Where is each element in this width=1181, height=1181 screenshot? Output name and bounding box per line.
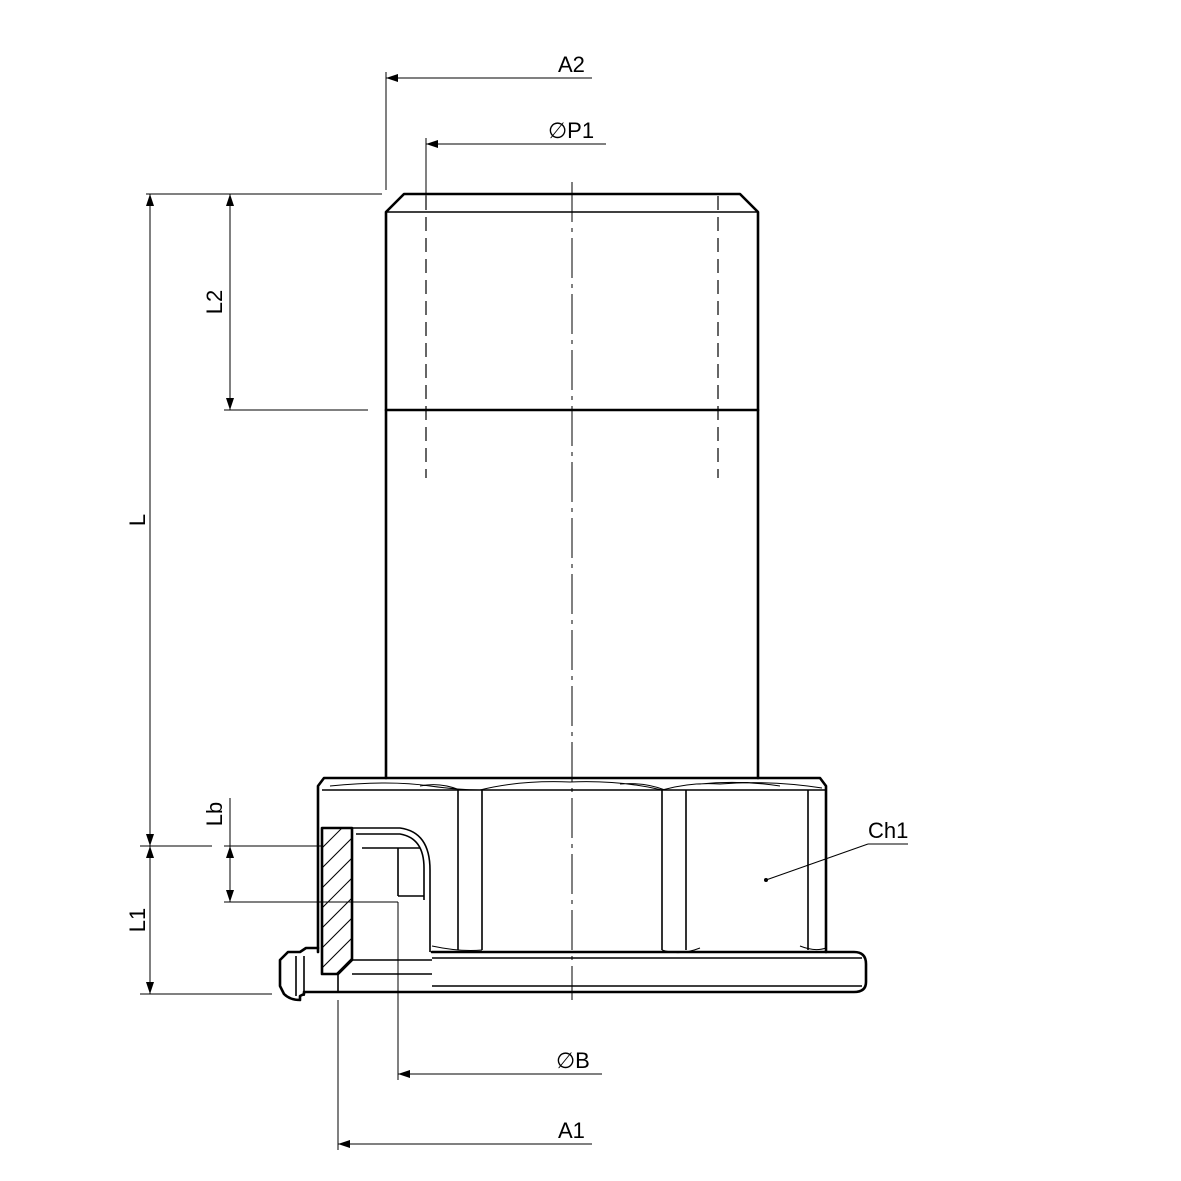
section-inner-channel: [352, 827, 431, 952]
section-cut-outline: [320, 826, 354, 976]
dim-lb: Lb: [202, 798, 398, 903]
dim-a1: A1: [337, 1000, 592, 1150]
label-p1: ∅P1: [548, 118, 594, 143]
hex-facet-arcs: [329, 781, 823, 791]
label-lb: Lb: [202, 802, 227, 826]
fitting-body: [278, 182, 868, 1002]
dim-ch1: Ch1: [764, 818, 908, 882]
label-l2: L2: [202, 290, 227, 314]
section-inner-bore: [356, 833, 425, 900]
flange-outline: [278, 946, 868, 1002]
dim-l2: L2: [202, 194, 368, 411]
label-a1: A1: [558, 1118, 585, 1143]
dim-a2: A2: [385, 52, 592, 190]
dim-l: L: [125, 193, 382, 846]
label-ch1: Ch1: [868, 818, 908, 843]
label-l: L: [125, 514, 150, 526]
dim-b: ∅B: [397, 902, 602, 1080]
section-hatching: [322, 828, 352, 974]
label-a2: A2: [558, 52, 585, 77]
dim-l1: L1: [125, 845, 272, 995]
dim-p1: ∅P1: [425, 118, 606, 196]
label-b: ∅B: [556, 1048, 590, 1073]
label-l1: L1: [125, 908, 150, 932]
